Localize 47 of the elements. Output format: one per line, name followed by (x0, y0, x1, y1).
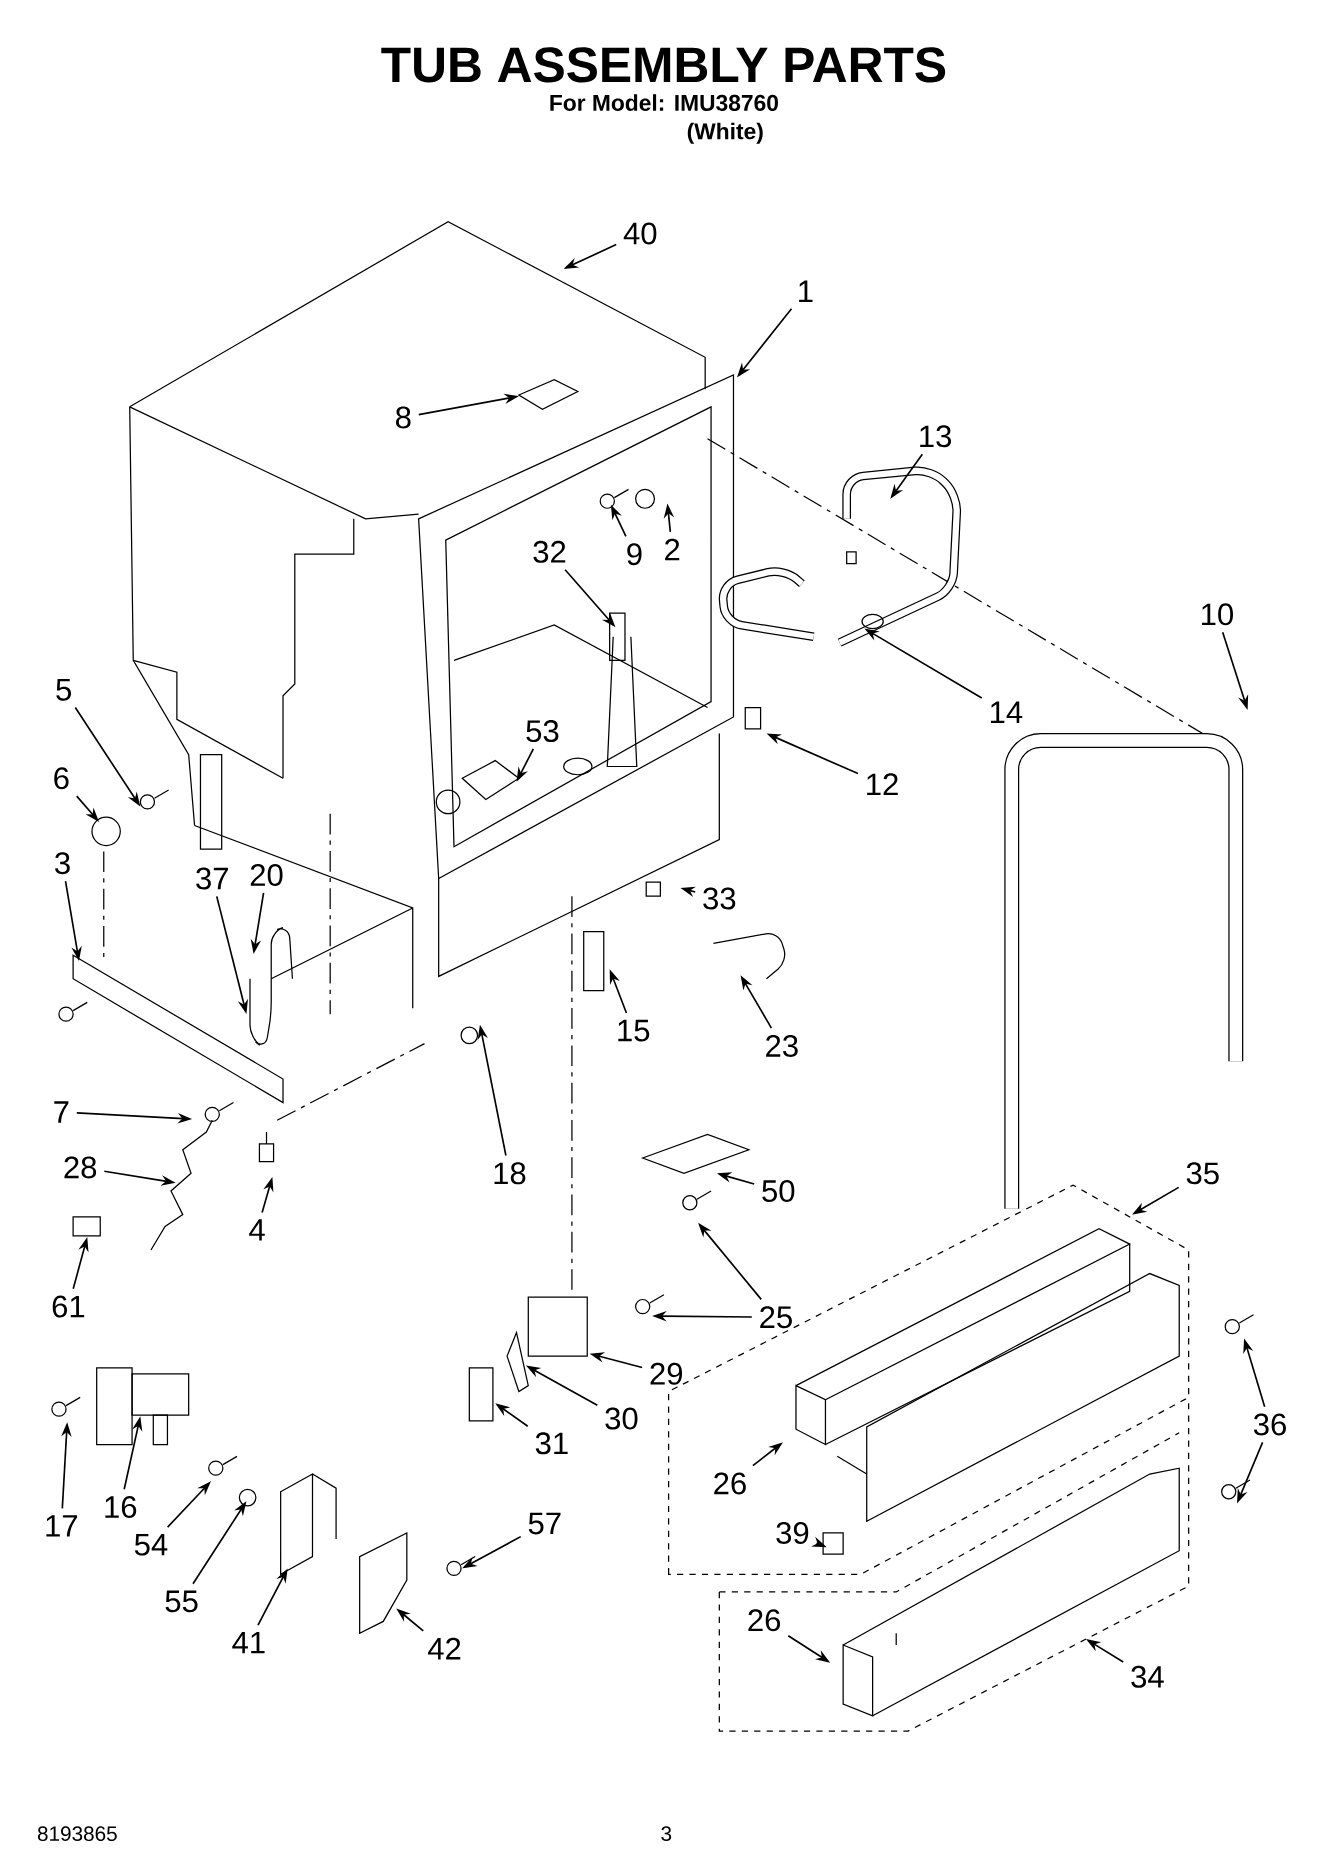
callout-number: 39 (776, 1522, 809, 1544)
callout-number: 9 (627, 543, 642, 566)
callout-number: 30 (605, 1407, 638, 1430)
callout-number: 29 (650, 1362, 683, 1385)
callout-number: 26 (714, 1472, 747, 1495)
callout-number: 17 (46, 1515, 78, 1537)
callout-number: 26 (748, 1609, 781, 1632)
callout-number: 54 (135, 1533, 168, 1556)
callout-number: 6 (54, 767, 69, 790)
callout-number: 8 (396, 406, 411, 429)
callout-number: 15 (618, 1019, 650, 1042)
callout-number: 18 (494, 1162, 526, 1185)
subtitle: For Model: IMU38760 (550, 94, 779, 111)
callout-number: 50 (762, 1180, 795, 1202)
page-footer-text: 8193865 (38, 1826, 117, 1841)
callout-number: 41 (232, 1631, 265, 1654)
callout-number: 33 (703, 887, 736, 910)
callout-number: 4 (249, 1219, 265, 1241)
callout-number: 20 (251, 864, 283, 886)
callout-number: 35 (1186, 1162, 1219, 1185)
callout-number: 5 (56, 679, 72, 701)
callout-number: 2 (665, 538, 680, 561)
callout-number: 25 (760, 1306, 793, 1329)
callout-number: 57 (528, 1512, 561, 1535)
callout-number: 10 (1202, 603, 1234, 626)
callout-number: 42 (428, 1637, 461, 1660)
subtitle: (White) (687, 122, 763, 144)
callout-number: 14 (991, 701, 1023, 723)
title: TUB ASSEMBLY PARTS (381, 47, 946, 83)
callout-number: 40 (623, 222, 657, 245)
callout-number: 55 (165, 1590, 198, 1613)
callout-number: 31 (535, 1432, 568, 1455)
callout-number: 13 (920, 425, 952, 448)
callout-number: 34 (1131, 1665, 1164, 1688)
callout-number: 32 (533, 540, 566, 563)
callout-number: 12 (867, 773, 898, 796)
callout-number: 53 (526, 720, 559, 743)
callout-number: 37 (196, 867, 229, 890)
callout-number: 61 (52, 1295, 85, 1318)
callout-number: 28 (64, 1156, 97, 1179)
callout-number: 3 (55, 852, 70, 875)
page-footer-text: 3 (661, 1826, 672, 1841)
callout-number: 23 (766, 1034, 798, 1057)
callout-number: 36 (1254, 1413, 1287, 1436)
callout-number: 7 (54, 1101, 69, 1123)
callout-number: 16 (105, 1496, 137, 1519)
callout-number: 1 (799, 280, 813, 302)
